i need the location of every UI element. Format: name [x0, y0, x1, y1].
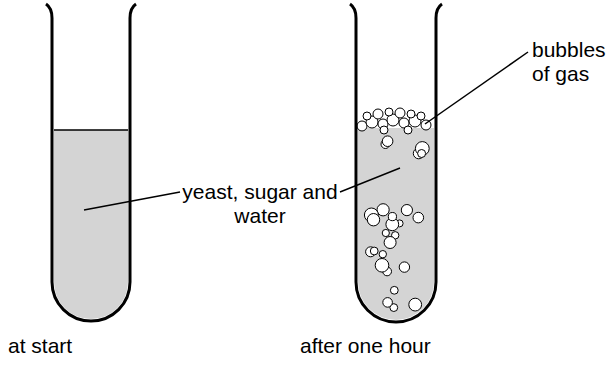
- gas-bubble: [382, 229, 389, 236]
- gas-bubbles: [357, 108, 431, 312]
- leader-line: [425, 52, 528, 124]
- gas-bubble: [401, 205, 412, 216]
- gas-bubble: [367, 214, 379, 226]
- gas-bubble: [395, 108, 405, 118]
- liquid: [358, 128, 434, 320]
- leader-label: yeast, sugar and water: [182, 180, 338, 228]
- gas-bubble: [380, 126, 388, 134]
- gas-bubble: [363, 112, 371, 120]
- test-tube: [46, 4, 136, 321]
- gas-bubble: [382, 136, 393, 147]
- gas-bubble: [375, 259, 389, 273]
- gas-bubble: [384, 237, 396, 249]
- gas-bubble: [383, 298, 393, 308]
- gas-bubble: [357, 121, 367, 131]
- gas-bubble: [418, 150, 426, 158]
- gas-bubble: [370, 247, 378, 255]
- leader-label: bubbles of gas: [532, 38, 610, 86]
- caption-label: after one hour: [300, 334, 470, 358]
- leader-line: [340, 168, 400, 192]
- gas-bubble: [413, 212, 424, 223]
- test-tube: [350, 4, 442, 322]
- gas-bubble: [409, 298, 422, 311]
- gas-bubble: [404, 126, 412, 134]
- gas-bubble: [417, 112, 425, 120]
- gas-bubble: [388, 213, 396, 221]
- caption-label: at start: [8, 334, 148, 358]
- gas-bubble: [407, 110, 415, 118]
- liquid-surface: [54, 129, 128, 131]
- gas-bubble: [373, 109, 383, 119]
- gas-bubble: [390, 286, 398, 294]
- liquid: [54, 130, 128, 319]
- gas-bubble: [399, 262, 409, 272]
- gas-bubble: [379, 251, 386, 258]
- gas-bubble: [385, 108, 393, 116]
- leader-line: [84, 192, 180, 210]
